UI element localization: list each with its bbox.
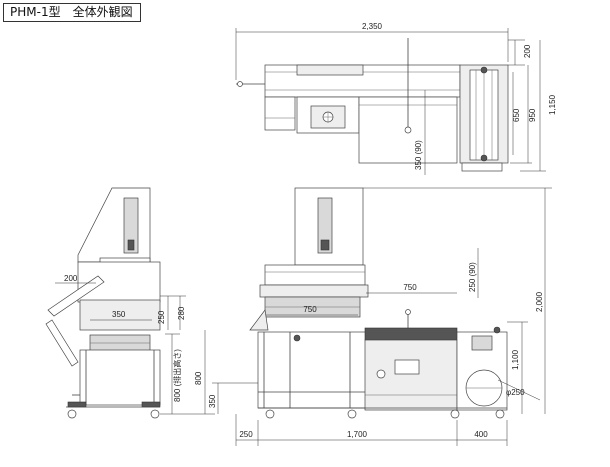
front-dimensions: 750 750 250 (90) 2,000 1,100 350 φ250: [208, 187, 552, 414]
dim-side-350: 350: [112, 310, 126, 319]
dim-top-200: 200: [523, 44, 532, 58]
drawing-title: PHM-1型 全体外観図: [3, 3, 141, 22]
top-view: [236, 38, 509, 172]
side-dimensions: 200 350 250 280 800 (排出高さ) 800: [55, 274, 215, 415]
dim-top-350-90: 350 (90): [414, 140, 423, 170]
bottom-dimensions: 250 1,700 400: [235, 414, 508, 446]
side-view-hood: [77, 187, 151, 263]
dim-side-250: 250: [157, 310, 166, 324]
dim-front-phi250: φ250: [506, 388, 525, 397]
dim-bottom-400: 400: [474, 430, 488, 439]
dim-top-650: 650: [512, 108, 521, 122]
dim-side-280: 280: [177, 306, 186, 320]
dim-top-1150: 1,150: [548, 94, 557, 115]
dim-front-2000: 2,000: [535, 291, 544, 312]
dim-side-800-outlet: 800 (排出高さ): [172, 349, 182, 402]
side-view-frame: [79, 349, 161, 406]
dim-bottom-250: 250: [239, 430, 253, 439]
front-view: [249, 187, 508, 419]
dim-bottom-1700: 1,700: [347, 430, 368, 439]
dim-side-800: 800: [194, 371, 203, 385]
dim-top-950: 950: [528, 108, 537, 122]
dim-front-750-lower: 750: [303, 305, 317, 314]
top-dimensions: 2,350 200 1,150 950 650 350 (90): [235, 22, 557, 175]
front-view-conveyor: [364, 327, 458, 341]
front-view-frame: [257, 331, 367, 409]
dim-front-350: 350: [208, 394, 217, 408]
dim-front-250-90: 250 (90): [468, 262, 477, 292]
side-view: [45, 187, 161, 419]
side-view-discharge-chute: [47, 275, 105, 317]
dim-top-width: 2,350: [362, 22, 383, 31]
dim-front-1100: 1,100: [511, 349, 520, 370]
dim-front-750-upper: 750: [403, 283, 417, 292]
dim-side-200: 200: [64, 274, 78, 283]
